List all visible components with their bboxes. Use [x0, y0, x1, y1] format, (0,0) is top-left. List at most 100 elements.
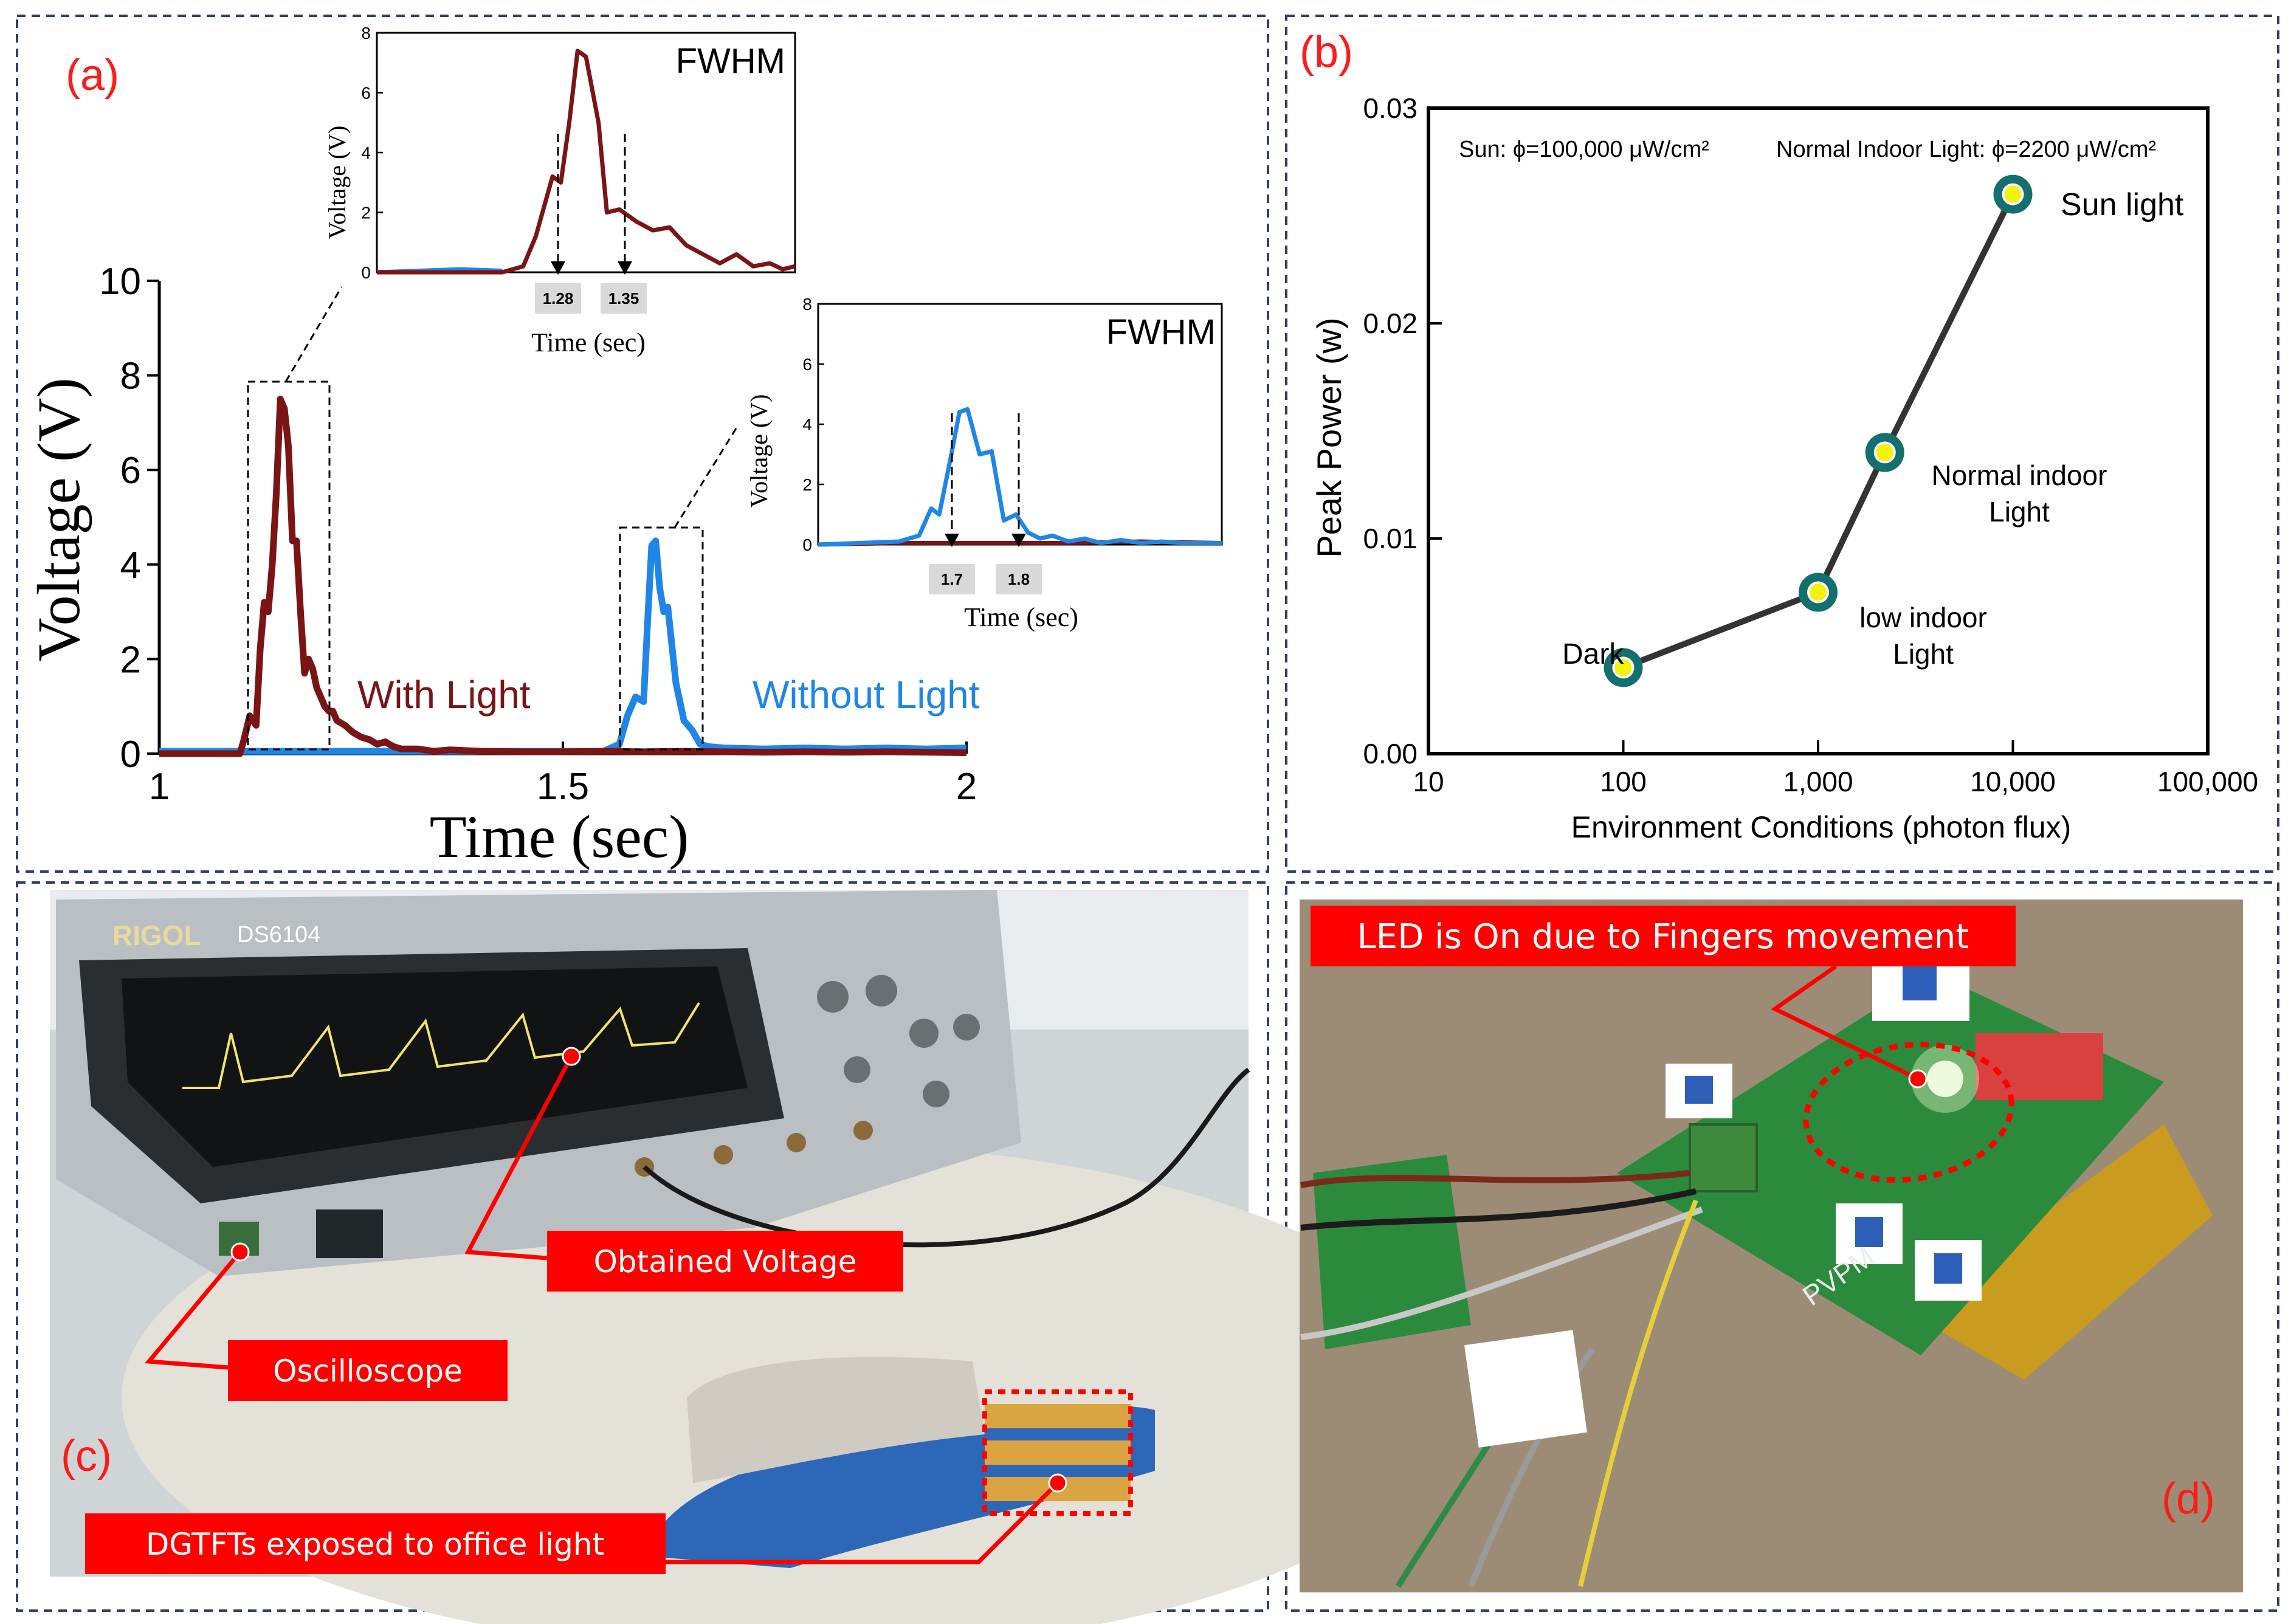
push-button-cap	[1934, 1253, 1962, 1284]
panel-c-label: (c)	[61, 1432, 112, 1481]
callout-dgtft-text: DGTFTs exposed to office light	[146, 1527, 604, 1562]
chart-a-xlabel: Time (sec)	[430, 803, 689, 870]
inset-1-frame	[376, 32, 796, 274]
data-point-center	[1810, 583, 1827, 601]
y-tick-label: 0	[120, 734, 141, 776]
leader-dgtft	[666, 1481, 1059, 1564]
zoom-box-without-light	[619, 526, 704, 751]
bnc-connector-icon	[787, 1133, 806, 1152]
inset-series-line	[818, 407, 1222, 547]
marker-box-3	[929, 564, 975, 594]
y-tick-label: 8	[120, 356, 141, 397]
photo-d: PVPM LED is On due to Fingers movement (…	[1300, 900, 2243, 1592]
inset-1-xlabel: Time (sec)	[531, 328, 646, 357]
leader-dot	[562, 1047, 581, 1066]
zoom-connector-1	[284, 286, 343, 382]
waveform-trace	[182, 1002, 700, 1089]
push-button-cap	[1903, 966, 1937, 1000]
inset-2-title: FWHM	[1106, 312, 1216, 352]
panel-a-label: (a)	[66, 51, 119, 100]
panel-d-label: (d)	[2162, 1474, 2215, 1523]
wire-black	[1300, 1188, 1697, 1231]
inset-1-ylabel: Voltage (V)	[323, 126, 351, 239]
point-label-sun: Sun light	[2061, 187, 2184, 222]
data-point-center	[1614, 659, 1632, 676]
chart-b-header-left: Sun: ϕ=100,000 μW/cm²	[1459, 137, 1709, 162]
knob-icon	[923, 1081, 949, 1107]
arrow-icon	[945, 534, 959, 547]
leader-led	[1771, 965, 1919, 1081]
zoom-connector-2	[674, 425, 739, 528]
data-point-center	[2004, 185, 2022, 203]
chart-b-xlabel: Environment Conditions (photon flux)	[1571, 810, 2072, 844]
y-tick-label: 4	[120, 545, 141, 587]
x-tick-label: 1	[149, 766, 170, 808]
x-tick-label: 1.5	[537, 766, 589, 808]
knob-icon	[844, 1056, 870, 1083]
inset-y-tick-label: 2	[361, 204, 371, 222]
marker-label: 1.35	[608, 289, 639, 308]
marker-box-2	[601, 283, 647, 314]
x-tick-label: 100,000	[2157, 766, 2258, 797]
legend-without-light: Without Light	[753, 673, 980, 717]
panel-a-frame	[16, 15, 1269, 873]
series-line-without-light	[159, 537, 967, 755]
y-tick-label: 0.03	[1363, 92, 1418, 124]
flex-cable-1	[985, 1404, 1131, 1428]
knob-icon	[817, 981, 849, 1013]
callout-led-text: LED is On due to Fingers movement	[1357, 917, 1969, 957]
zoom-box-with-light	[247, 380, 331, 751]
data-point-center	[1876, 444, 1893, 461]
marker-box-1	[535, 283, 581, 314]
bnc-connector-icon	[714, 1145, 733, 1165]
knob-icon	[909, 1019, 939, 1048]
panel-d-frame	[1285, 881, 2279, 1612]
y-tick-label: 0.00	[1363, 738, 1418, 769]
usb-port-icon	[316, 1209, 383, 1258]
marker-label: 1.7	[941, 570, 963, 588]
chart-b-ylabel: Peak Power (w)	[1310, 317, 1348, 557]
y-tick-label: 0.02	[1363, 308, 1418, 339]
inset-y-tick-label: 6	[802, 355, 812, 374]
oscilloscope-model: DS6104	[237, 922, 320, 948]
led-lit-icon	[1927, 1061, 1963, 1097]
battery-pack	[1909, 1124, 2213, 1380]
inset-y-tick-label: 0	[361, 263, 371, 282]
inset-y-tick-label: 2	[802, 475, 812, 494]
point-label-dark: Dark	[1562, 638, 1624, 670]
probe-cable	[643, 1067, 1250, 1248]
oscilloscope-screen	[122, 966, 748, 1167]
inset-y-tick-label: 6	[361, 84, 371, 103]
marker-box-4	[996, 564, 1042, 594]
callout-obtained	[547, 1231, 903, 1292]
callout-led	[1311, 906, 2016, 966]
wire-gray	[1300, 1206, 1703, 1340]
flex-cable-2	[985, 1440, 1131, 1465]
leader-dot	[1048, 1473, 1067, 1493]
paper-label	[1464, 1330, 1587, 1448]
inset-y-tick-label: 8	[361, 24, 371, 43]
callout-oscilloscope-text: Oscilloscope	[273, 1354, 463, 1389]
x-tick-label: 2	[956, 766, 977, 808]
x-tick-label: 100	[1600, 766, 1647, 797]
y-tick-label: 0.01	[1363, 523, 1418, 554]
push-button-cap	[1855, 1217, 1883, 1247]
x-tick-label: 1,000	[1783, 766, 1853, 797]
leader-dot	[1908, 1069, 1928, 1089]
series-line-peak-power	[1622, 193, 2016, 671]
inset-y-tick-label: 0	[802, 535, 812, 554]
y-tick-label: 6	[120, 450, 141, 492]
marker-label: 1.28	[543, 289, 574, 308]
arrow-icon	[551, 261, 565, 275]
inset-y-tick-label: 4	[361, 143, 371, 162]
inset-y-tick-label: 4	[802, 415, 812, 434]
chart-b-header-right: Normal Indoor Light: ϕ=2200 μW/cm²	[1776, 137, 2156, 162]
photo-c: RIGOL DS6104 (c) Obtained Voltage Osc	[50, 890, 1459, 1624]
inset-2-ylabel: Voltage (V)	[745, 394, 773, 508]
terminal-block	[1689, 1123, 1758, 1192]
pcb-edge-left	[1313, 1155, 1471, 1349]
